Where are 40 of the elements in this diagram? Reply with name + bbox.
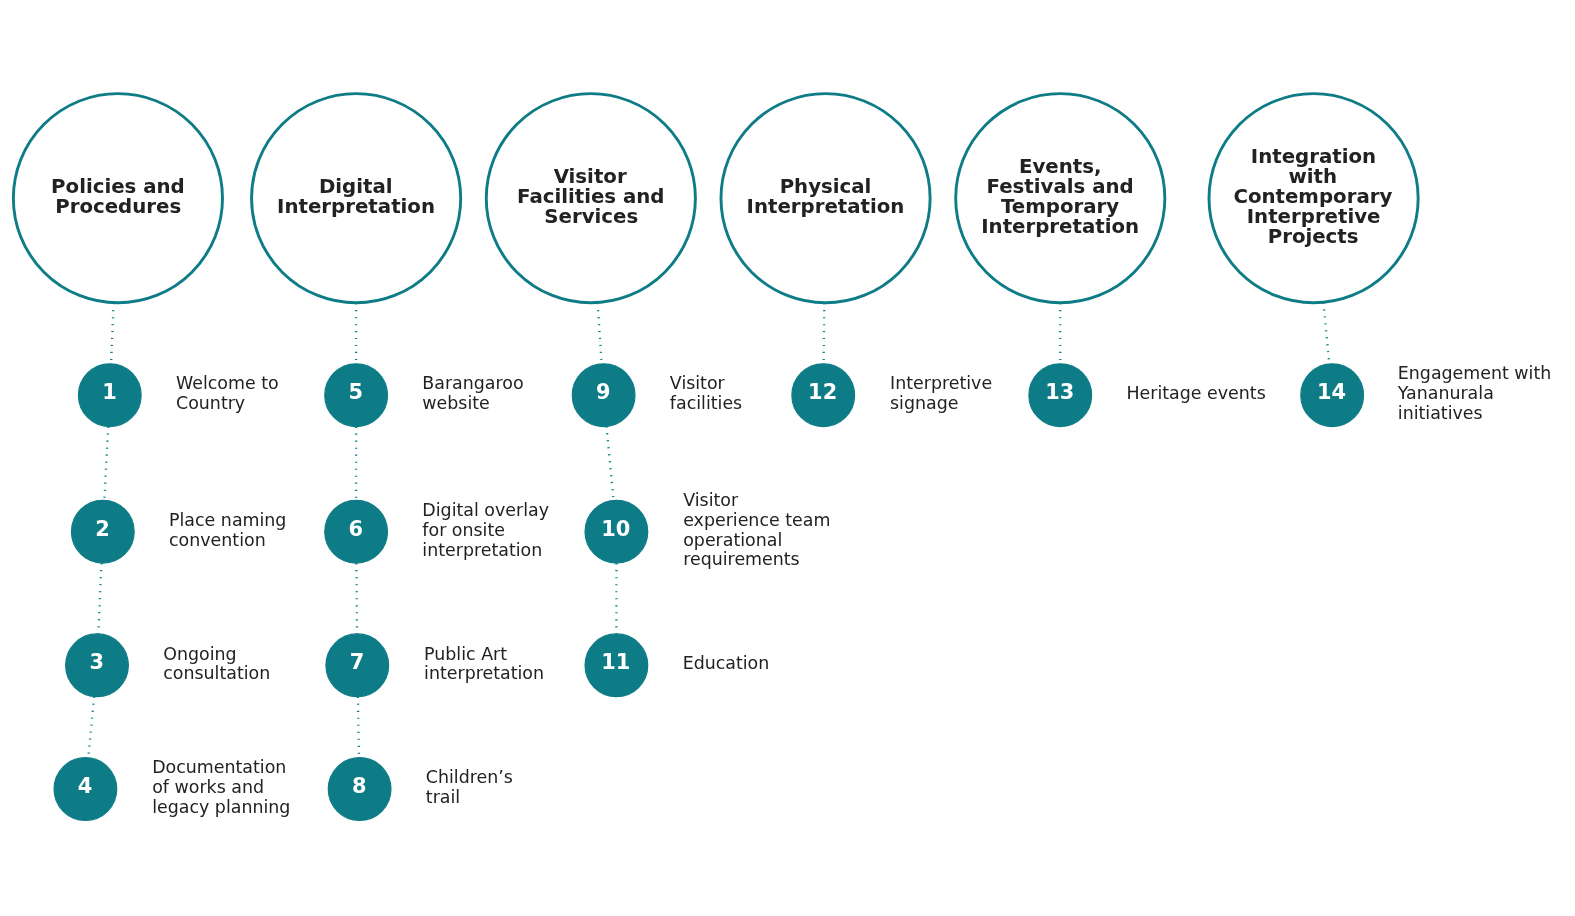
node-circle: Physical Interpretation bbox=[719, 91, 932, 304]
node-label: Education bbox=[682, 652, 770, 673]
node-label: Visitor experience team operational requirements bbox=[683, 489, 831, 569]
node-circle: Events, Festivals and Temporary Interpretation bbox=[954, 91, 1167, 304]
node-circle: 6 bbox=[324, 499, 389, 564]
node-circle: 4 bbox=[53, 756, 118, 821]
node-label: Welcome to Country bbox=[176, 372, 279, 413]
node-label: Interpretive signage bbox=[890, 372, 993, 413]
node-label: Children’s trail bbox=[425, 766, 513, 807]
node-label: Visitor facilities bbox=[669, 372, 743, 413]
node-circle: 9 bbox=[571, 362, 636, 427]
node-label: Barangaroo website bbox=[422, 372, 524, 413]
node-circle: 7 bbox=[325, 632, 390, 697]
node-circle: 5 bbox=[324, 362, 389, 427]
connector bbox=[103, 426, 110, 500]
node-label: Engagement with Yananurala initiatives bbox=[1397, 362, 1552, 423]
node-label: Public Art interpretation bbox=[424, 643, 545, 683]
node-circle: 10 bbox=[584, 499, 649, 564]
node-circle: 11 bbox=[584, 632, 649, 697]
connector bbox=[615, 562, 618, 634]
node-circle: 13 bbox=[1028, 362, 1093, 427]
node-circle: 3 bbox=[65, 632, 129, 697]
node-label: Place naming convention bbox=[169, 509, 287, 550]
connector bbox=[97, 562, 103, 634]
connector bbox=[355, 562, 359, 634]
node-circle: Policies and Procedures bbox=[11, 91, 224, 304]
node-circle: 12 bbox=[791, 362, 856, 427]
connector bbox=[354, 426, 358, 500]
node-label: Documentation of works and legacy planning bbox=[152, 756, 291, 817]
node-circle: 1 bbox=[77, 362, 142, 427]
node-label: Digital overlay for onsite interpretation bbox=[422, 499, 549, 560]
node-circle: 2 bbox=[70, 499, 135, 564]
node-label: Heritage events bbox=[1126, 382, 1266, 403]
node-circle: 8 bbox=[327, 756, 392, 821]
node-circle: Visitor Facilities and Services bbox=[484, 91, 697, 304]
node-label: Ongoing consultation bbox=[163, 643, 271, 683]
node-circle: Digital Interpretation bbox=[250, 91, 463, 304]
node-circle: 14 bbox=[1300, 362, 1365, 427]
node-circle: Integration with Contemporary Interpretive Projects bbox=[1207, 91, 1420, 304]
connector bbox=[605, 425, 615, 500]
